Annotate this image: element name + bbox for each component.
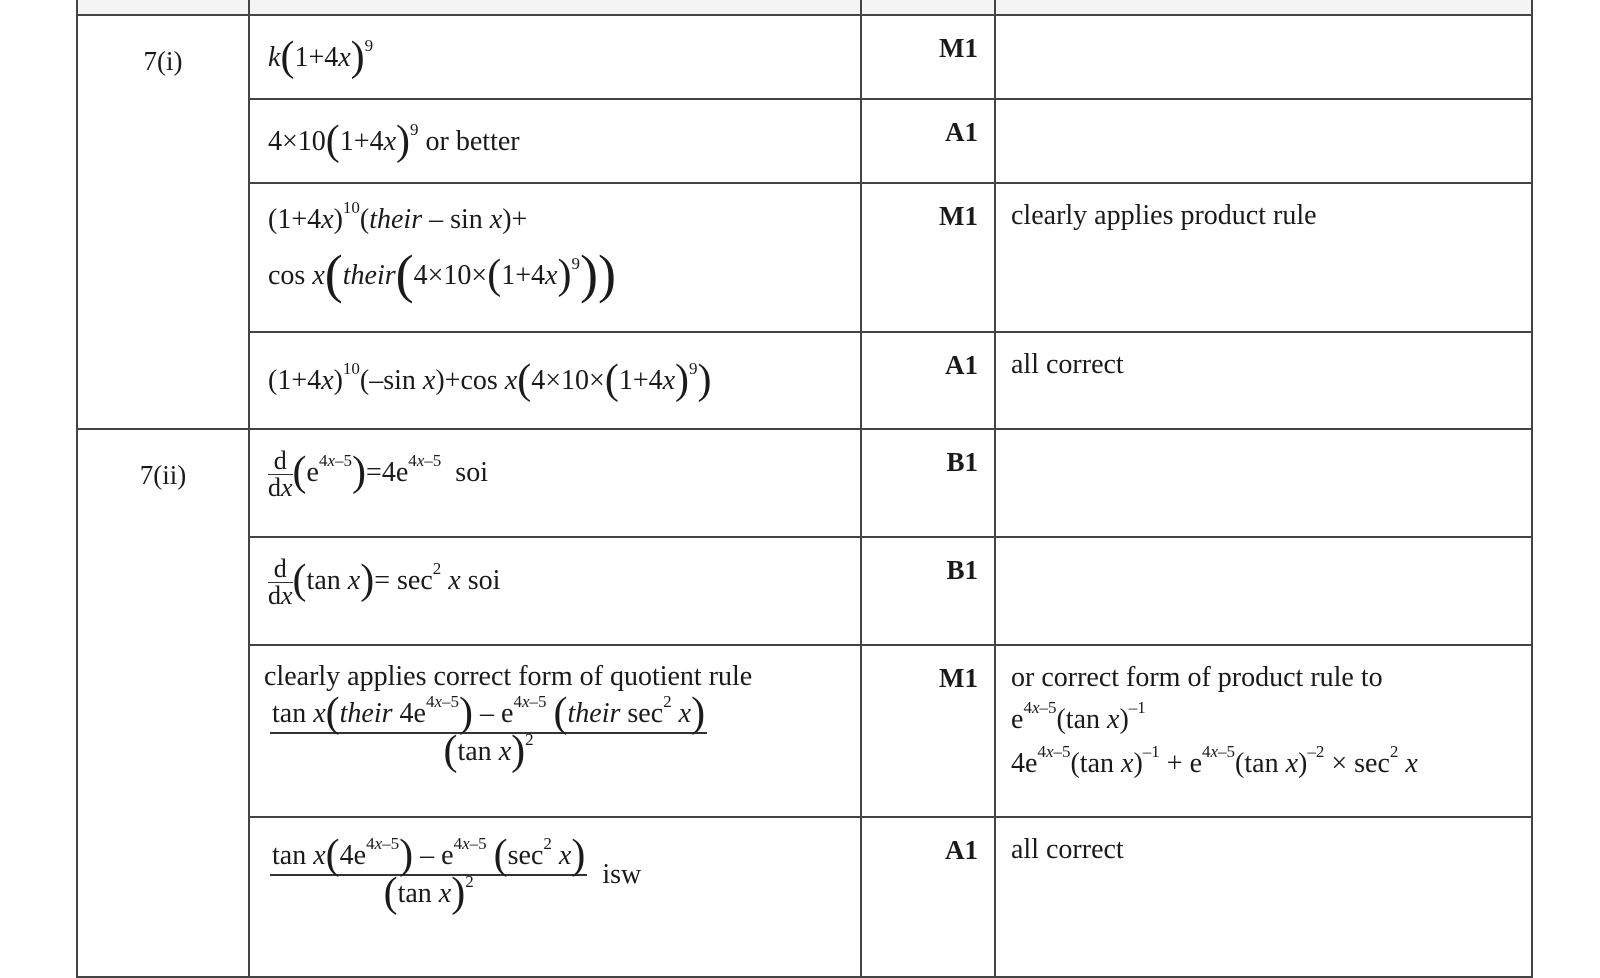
guidance-cell: [994, 428, 1533, 538]
mark-cell: B1: [860, 428, 996, 538]
table-row: 7(i) k(1+4x)9 M1: [76, 14, 1533, 430]
guidance-cell: all correct: [994, 816, 1533, 978]
mark-cell: M1: [860, 182, 996, 333]
mark-cell: A1: [860, 331, 996, 430]
mark-cell: B1: [860, 536, 996, 646]
guidance-cell: all correct: [994, 331, 1533, 430]
table-row: (1+4x)10(their – sin x)+ cos x(their(4×1…: [77, 182, 1533, 333]
answer-cell: (1+4x)10(their – sin x)+ cos x(their(4×1…: [248, 182, 862, 333]
mark-cell: M1: [860, 14, 996, 100]
guidance-cell: [994, 98, 1533, 184]
mark-scheme-table: 7(i) k(1+4x)9 M1 4×10(1+4x)9 or better A…: [76, 0, 1533, 978]
header-row: [76, 0, 1533, 16]
mark-cell: A1: [860, 98, 996, 184]
answer-cell: 4×10(1+4x)9 or better: [248, 98, 862, 184]
guidance-cell: clearly applies product rule: [994, 182, 1533, 333]
table-row: tan x(4e4x–5) – e4x–5 (sec2 x) (tan x)2 …: [77, 816, 1533, 978]
mark-cell: A1: [860, 816, 996, 978]
table-row: clearly applies correct form of quotient…: [77, 644, 1533, 818]
answer-cell: k(1+4x)9: [248, 14, 862, 100]
answer-cell: clearly applies correct form of quotient…: [248, 644, 862, 818]
guidance-cell: or correct form of product rule to e4x–5…: [994, 644, 1533, 818]
answer-cell: (1+4x)10(–sin x)+cos x(4×10×(1+4x)9): [248, 331, 862, 430]
question-number: 7(ii): [76, 428, 250, 978]
table-row: (1+4x)10(–sin x)+cos x(4×10×(1+4x)9) A1 …: [77, 331, 1533, 430]
answer-cell: tan x(4e4x–5) – e4x–5 (sec2 x) (tan x)2 …: [248, 816, 862, 978]
question-number: 7(i): [76, 14, 250, 430]
mark-cell: M1: [860, 644, 996, 818]
guidance-cell: [994, 14, 1533, 100]
table-row: 4×10(1+4x)9 or better A1: [77, 98, 1533, 184]
guidance-cell: [994, 536, 1533, 646]
